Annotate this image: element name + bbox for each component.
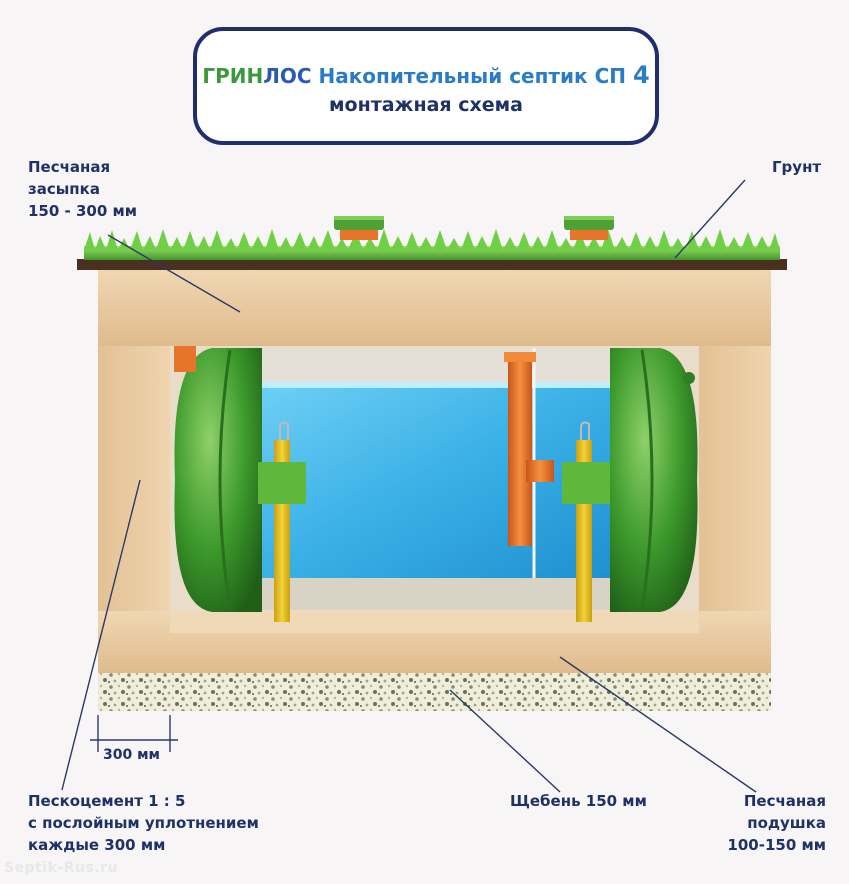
label-sand-backfill: Песчаная засыпка 150 - 300 мм (28, 158, 138, 220)
septic-tank (174, 346, 698, 612)
tank-end-cap-right (610, 348, 698, 612)
leader-sand-cushion (559, 656, 757, 793)
title-box: ГРИНЛОС Накопительный септик СП 4 монтаж… (193, 27, 659, 145)
soil-layer (77, 259, 787, 270)
watermark: Septik-Rus.ru (4, 860, 118, 876)
title-line: ГРИНЛОС Накопительный септик СП 4 (197, 61, 655, 89)
leader-sand-backfill (107, 234, 241, 313)
label-sand-cushion: Песчаная подушка 100-150 мм (727, 792, 826, 854)
tank-end-cap-left (174, 348, 262, 612)
tank-water (258, 382, 616, 578)
crushed-stone-layer (98, 673, 771, 711)
label-sand-cement: Пескоцемент 1 : 5 с послойным уплотнение… (28, 792, 259, 854)
leader-lines (61, 179, 757, 793)
anchor-strap-left (258, 421, 306, 622)
anchor-strap-right (562, 421, 610, 622)
internal-pipe (504, 352, 554, 546)
label-ground: Грунт (772, 158, 822, 176)
sand-backfill-layer (98, 268, 771, 346)
leader-crushed-stone (449, 689, 561, 793)
grass-layer (84, 229, 780, 260)
leader-sand-cement (61, 479, 141, 791)
brand-name-part1: ГРИН (202, 64, 264, 88)
hatch-cover-right (564, 216, 614, 240)
product-name: Накопительный септик СП (311, 64, 633, 88)
leader-ground (674, 179, 746, 259)
dimension-marker (90, 715, 178, 752)
subtitle: монтажная схема (329, 94, 523, 116)
product-model: 4 (632, 61, 650, 89)
sand-cement-left-wall (98, 346, 170, 636)
label-width-dimension: 300 мм (103, 747, 160, 763)
label-crushed-stone: Щебень 150 мм (510, 792, 647, 810)
sand-cement-right-wall (699, 346, 771, 636)
brand-name-part2: ЛОС (263, 64, 312, 88)
hatch-cover-left (334, 216, 384, 240)
